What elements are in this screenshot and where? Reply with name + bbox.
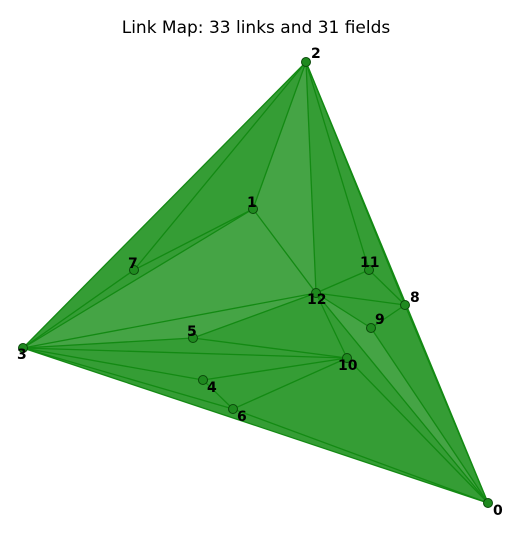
node-label-0: 0	[493, 503, 503, 519]
node-label-12: 12	[307, 292, 326, 308]
field-1-3-12	[23, 209, 316, 348]
link-2-12	[305, 61, 317, 294]
link-6-10	[232, 357, 348, 410]
link-12-10	[315, 292, 348, 359]
link-3-10	[22, 347, 348, 359]
link-8-0	[404, 304, 489, 504]
field-6-10-0	[233, 358, 488, 503]
field-9-8-0	[371, 305, 488, 503]
link-12-11	[315, 269, 370, 294]
link-12-5	[192, 292, 317, 339]
link-1-12	[252, 208, 317, 294]
node-label-4: 4	[207, 380, 217, 396]
link-12-9	[315, 292, 372, 329]
node-2[interactable]	[301, 57, 311, 67]
node-11[interactable]	[364, 265, 374, 275]
link-2-7	[133, 61, 307, 271]
node-8[interactable]	[400, 300, 410, 310]
node-label-10: 10	[338, 358, 358, 374]
field-12-8-9	[316, 293, 405, 328]
link-11-8	[368, 269, 406, 306]
node-1[interactable]	[248, 204, 258, 214]
link-5-10	[192, 337, 348, 359]
node-label-8: 8	[410, 290, 420, 306]
link-5-3	[22, 337, 194, 349]
link-6-0	[232, 408, 489, 504]
node-label-1: 1	[247, 195, 257, 211]
node-6[interactable]	[228, 404, 238, 414]
link-10-0	[346, 357, 489, 504]
link-3-4	[22, 347, 204, 381]
field-4-6-10	[203, 358, 347, 409]
node-label-11: 11	[360, 255, 379, 271]
field-12-5-10	[193, 293, 347, 358]
node-label-5: 5	[187, 324, 197, 340]
node-4[interactable]	[198, 375, 208, 385]
field-3-5-10	[23, 338, 347, 358]
link-1-3	[22, 208, 254, 349]
fields-layer	[23, 62, 488, 503]
node-0[interactable]	[483, 498, 493, 508]
link-3-0	[22, 347, 489, 504]
node-12[interactable]	[311, 288, 321, 298]
link-2-3	[22, 61, 307, 349]
node-7[interactable]	[129, 265, 139, 275]
link-9-8	[370, 304, 406, 329]
node-9[interactable]	[366, 323, 376, 333]
link-7-3	[22, 269, 135, 349]
link-6-3	[22, 347, 234, 410]
node-label-6: 6	[237, 409, 247, 425]
link-12-3	[22, 292, 317, 349]
field-2-1-12	[253, 62, 316, 293]
node-10[interactable]	[342, 353, 352, 363]
node-5[interactable]	[188, 333, 198, 343]
link-12-8	[315, 292, 406, 306]
node-label-2: 2	[311, 46, 321, 62]
link-4-10	[202, 357, 348, 381]
field-2-12-11	[306, 62, 369, 293]
field-2-3-0	[23, 62, 488, 503]
link-2-1	[252, 61, 307, 210]
node-label-7: 7	[128, 256, 138, 272]
node-label-3: 3	[17, 347, 27, 363]
node-3[interactable]	[18, 343, 28, 353]
links-layer	[22, 61, 489, 504]
link-9-0	[370, 327, 489, 504]
link-2-8	[305, 61, 406, 306]
link-1-7	[133, 208, 254, 271]
link-12-0	[315, 292, 489, 504]
nodes-layer	[18, 57, 493, 508]
node-label-9: 9	[375, 312, 385, 328]
link-4-6	[202, 379, 234, 410]
link-2-11	[305, 61, 370, 271]
map-title: Link Map: 33 links and 31 fields	[121, 18, 391, 38]
field-12-11-8	[316, 270, 405, 305]
